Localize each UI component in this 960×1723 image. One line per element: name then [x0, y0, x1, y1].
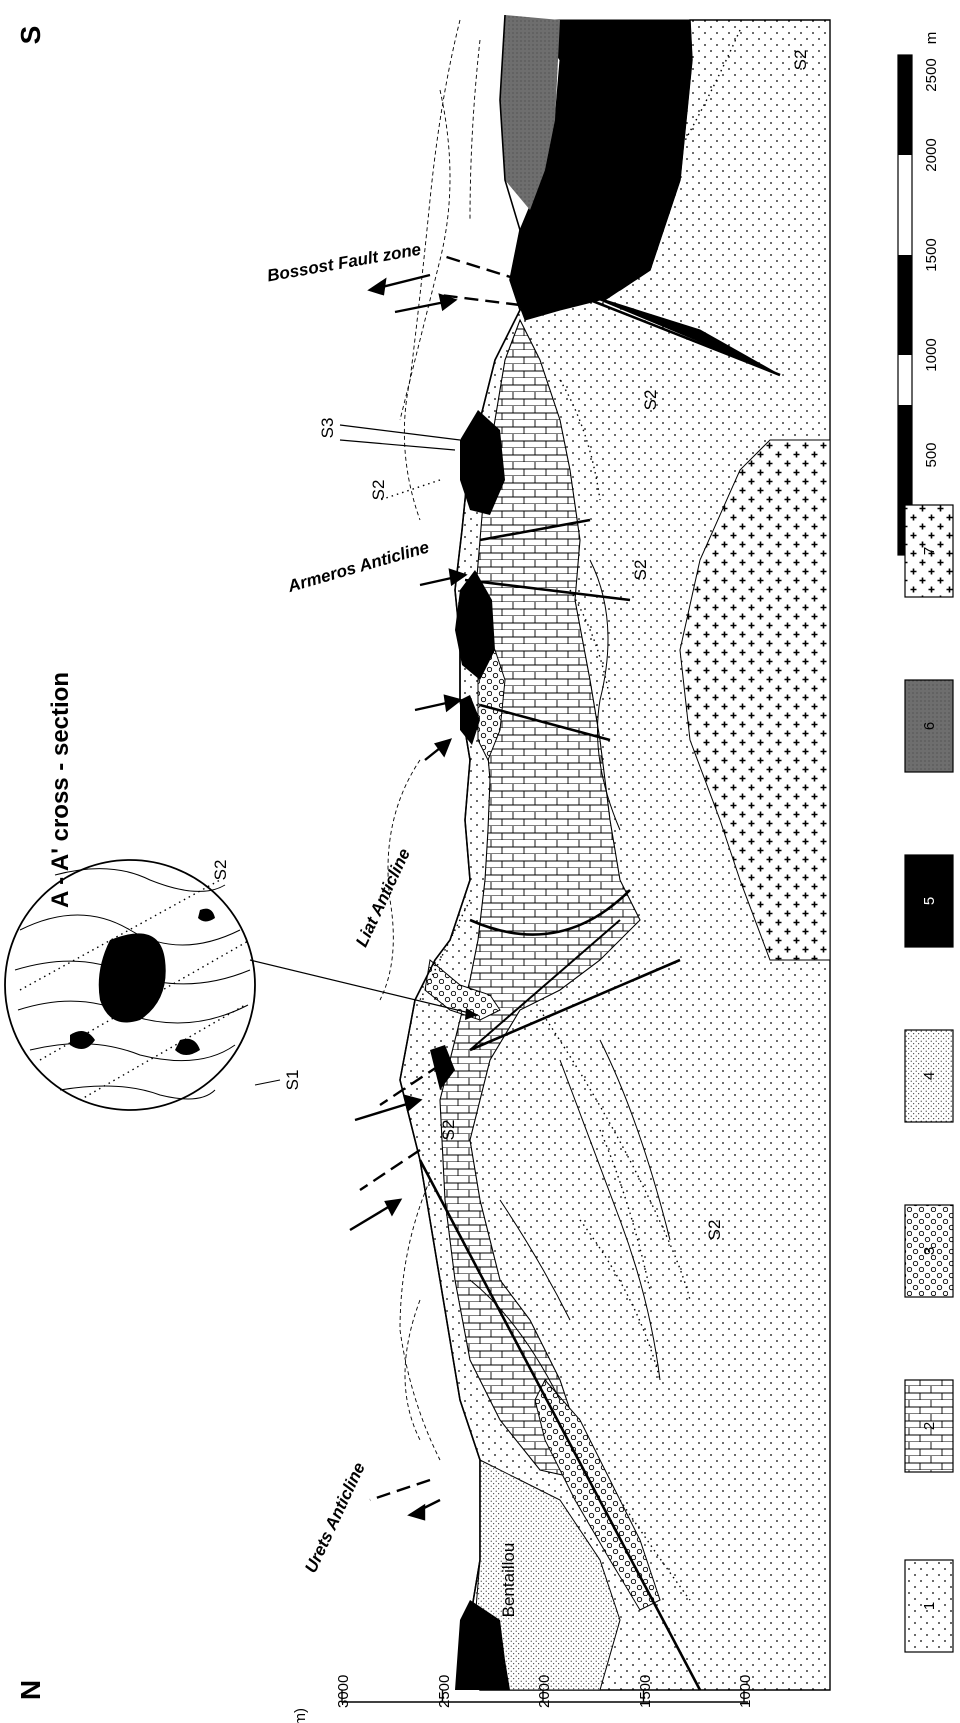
north-label: N — [15, 1680, 46, 1700]
legend-num-4: 4 — [921, 1072, 938, 1080]
legend-item-4: 4 — [905, 1030, 953, 1122]
coll-de-label: Coll de — [579, 164, 598, 217]
legend-num-5: 5 — [921, 897, 938, 905]
s2-label-liat: S2 — [439, 1120, 458, 1141]
legend: 1 2 3 4 5 6 7 — [905, 505, 953, 1652]
altitude-tick-3000: 3000 — [335, 1675, 352, 1708]
scale-tick-2000: 2000 — [923, 138, 940, 171]
s2-label-east: S2 — [641, 390, 660, 411]
shear-sense-arrows — [350, 275, 465, 1519]
bentaillou-label: Bentaillou — [499, 1543, 518, 1618]
barrados-label: Barradós — [600, 156, 619, 225]
figure-title: A - A' cross - section — [47, 672, 74, 908]
scale-tick-1000: 1000 — [923, 338, 940, 371]
s2-label-south: S2 — [791, 50, 810, 71]
s3-leaders — [340, 425, 460, 450]
armeros-anticline-label: Armeros Anticline — [285, 537, 431, 596]
legend-item-5: 5 — [905, 855, 953, 947]
legend-item-1: 1 — [905, 1560, 953, 1652]
south-label: S — [15, 26, 46, 45]
legend-num-3: 3 — [921, 1247, 938, 1255]
legend-item-3: 3 — [905, 1205, 953, 1297]
legend-num-7: 7 — [921, 547, 938, 555]
liat-anticline-label: Liat Anticline — [352, 846, 414, 950]
scale-tick-500: 500 — [923, 442, 940, 467]
geologic-section — [340, 15, 830, 1690]
scale-tick-2500: 2500 — [923, 58, 940, 91]
legend-item-6: 6 — [905, 680, 953, 772]
legend-item-2: 2 — [905, 1380, 953, 1472]
altitude-axis-label: Altitude (m) — [292, 1708, 309, 1723]
scale-unit: m — [923, 32, 940, 45]
s2-label-inset: S2 — [211, 860, 230, 881]
legend-num-6: 6 — [921, 722, 938, 730]
urets-anticline-label: Urets Anticline — [301, 1460, 369, 1576]
altitude-tick-1500: 1500 — [637, 1675, 654, 1708]
s3-label: S3 — [318, 418, 337, 439]
inset-s1-leader — [255, 1080, 280, 1085]
altitude-tick-1000: 1000 — [737, 1675, 754, 1708]
legend-item-7: 7 — [905, 505, 953, 597]
scale-tick-1500: 1500 — [923, 238, 940, 271]
altitude-tick-2000: 2000 — [536, 1675, 553, 1708]
s2-label-urets: S2 — [705, 1220, 724, 1241]
s1-label-inset: S1 — [283, 1070, 302, 1091]
legend-num-2: 2 — [921, 1422, 938, 1430]
scale-bar: 0 500 1000 1500 2000 2500 m — [898, 32, 940, 559]
altitude-tick-2500: 2500 — [436, 1675, 453, 1708]
s2-label-armeros: S2 — [631, 560, 650, 581]
s2-label-bossost: S2 — [369, 480, 388, 501]
bossost-fault-label: Bossost Fault zone — [266, 240, 423, 286]
legend-num-1: 1 — [921, 1602, 938, 1610]
